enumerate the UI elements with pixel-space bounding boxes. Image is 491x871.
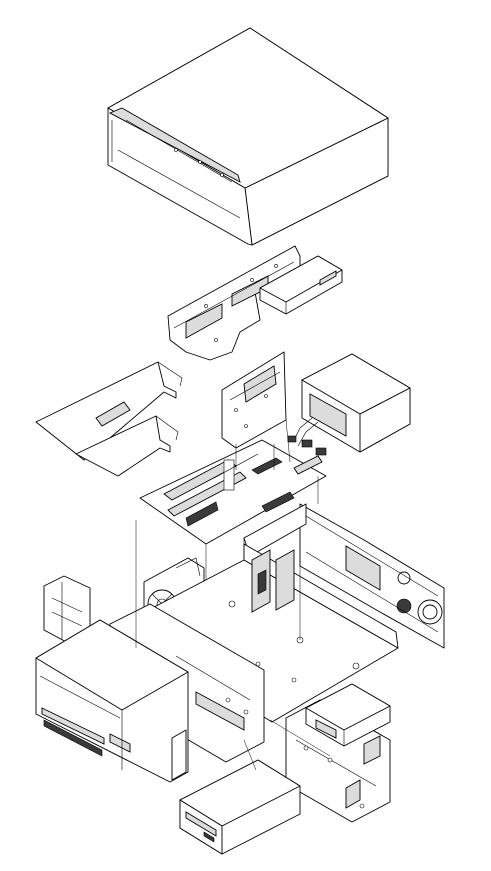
assembly-lines [135, 419, 331, 771]
riser-card-bracket [221, 351, 287, 449]
drive-bay-bracket [167, 245, 301, 361]
rear-panel [299, 503, 445, 649]
expansion-card-2 [75, 415, 179, 477]
power-supply [287, 353, 411, 456]
cd-rom-drive [179, 759, 301, 855]
expansion-card-1 [35, 361, 183, 461]
floppy-drive-upper [259, 255, 343, 315]
top-cover [107, 27, 389, 246]
front-bezel [35, 619, 189, 783]
drive-lower [305, 683, 391, 747]
system-board [139, 439, 327, 545]
